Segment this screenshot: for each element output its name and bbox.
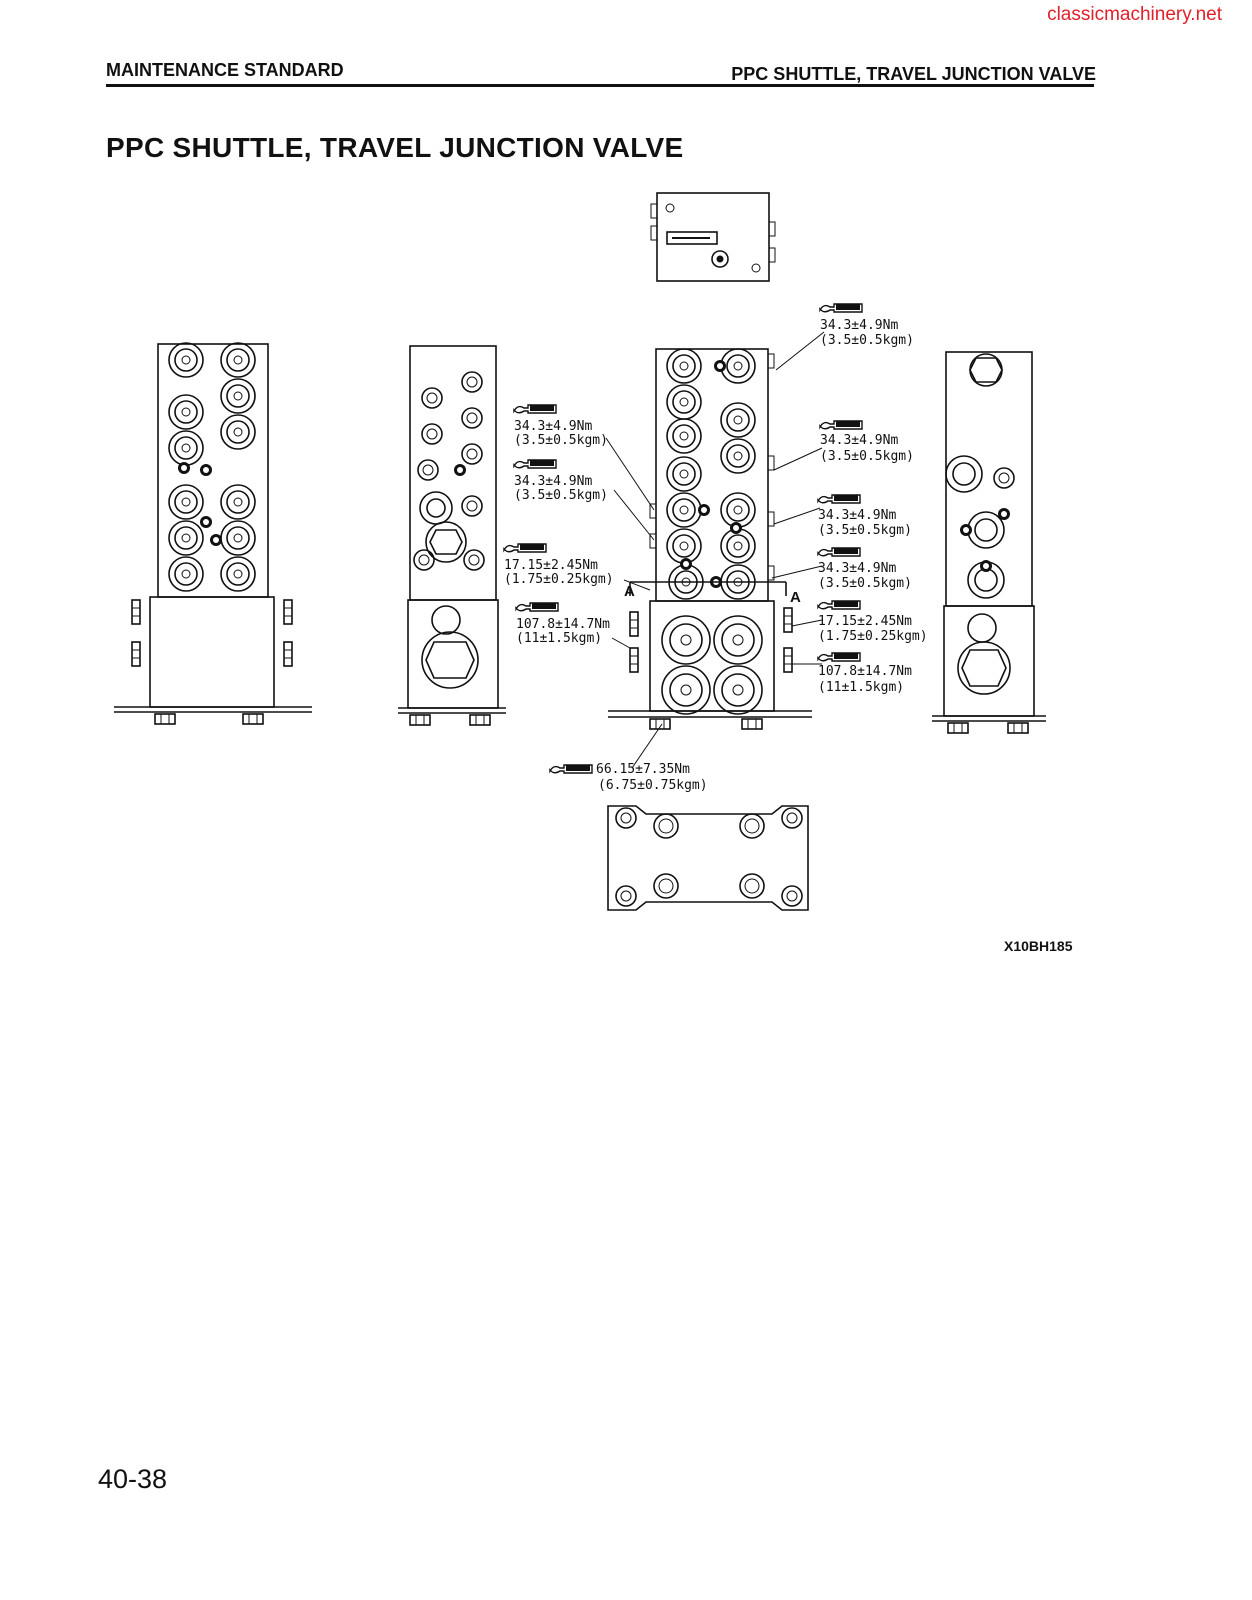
torque-kgm: (6.75±0.75kgm) [598,778,708,793]
header-page-topic: PPC SHUTTLE, TRAVEL JUNCTION VALVE [731,64,1096,84]
torque-callouts: 34.3±4.9Nm (3.5±0.5kgm) 34.3±4.9Nm (3.5±… [503,303,928,793]
torque-nm: 107.8±14.7Nm [516,617,610,632]
torque-callout: 17.15±2.45Nm (1.75±0.25kgm) [817,600,928,644]
wrench-icon [817,547,861,557]
right-side-view [932,351,1046,734]
wrench-icon [549,764,593,774]
wrench-icon [515,602,559,612]
left-side-view [114,342,312,725]
torque-nm: 34.3±4.9Nm [818,561,896,576]
torque-kgm: (3.5±0.5kgm) [514,488,608,503]
torque-callout: 34.3±4.9Nm (3.5±0.5kgm) [513,404,608,448]
top-plan-view [650,192,776,282]
page-title: PPC SHUTTLE, TRAVEL JUNCTION VALVE [106,132,684,163]
wrench-icon [513,459,557,469]
wrench-icon [817,494,861,504]
figure-id: X10BH185 [1004,938,1073,954]
torque-kgm: (1.75±0.25kgm) [818,629,928,644]
wrench-icon [819,303,863,313]
wrench-icon [503,543,547,553]
base-plate-view [607,805,809,911]
torque-nm: 17.15±2.45Nm [818,614,912,629]
second-side-view [398,345,506,726]
wrench-icon [513,404,557,414]
torque-nm: 107.8±14.7Nm [818,664,912,679]
main-front-view: A A [608,348,812,730]
torque-callout: 34.3±4.9Nm (3.5±0.5kgm) [513,459,608,503]
page-number: 40-38 [98,1464,168,1494]
section-mark-right: A [790,589,801,606]
torque-callout: 34.3±4.9Nm (3.5±0.5kgm) [817,547,912,591]
torque-callout: 66.15±7.35Nm (6.75±0.75kgm) [549,762,708,793]
section-mark-left: A [624,583,635,600]
torque-callout: 17.15±2.45Nm (1.75±0.25kgm) [503,543,614,587]
torque-callout: 34.3±4.9Nm (3.5±0.5kgm) [817,494,912,538]
torque-kgm: (1.75±0.25kgm) [504,572,614,587]
torque-kgm: (11±1.5kgm) [516,631,602,646]
torque-callout: 34.3±4.9Nm (3.5±0.5kgm) [819,420,914,464]
wrench-icon [817,652,861,662]
torque-nm: 34.3±4.9Nm [514,474,592,489]
torque-kgm: (11±1.5kgm) [818,680,904,695]
header-section-label: MAINTENANCE STANDARD [106,60,344,80]
torque-nm: 34.3±4.9Nm [818,508,896,523]
torque-kgm: (3.5±0.5kgm) [820,333,914,348]
torque-nm: 34.3±4.9Nm [820,318,898,333]
torque-nm: 66.15±7.35Nm [596,762,690,777]
watermark-text: classicmachinery.net [1047,4,1222,25]
torque-kgm: (3.5±0.5kgm) [514,433,608,448]
torque-callout: 34.3±4.9Nm (3.5±0.5kgm) [819,303,914,348]
header-rule [106,84,1094,87]
wrench-icon [817,600,861,610]
leader-lines [605,331,825,769]
torque-nm: 34.3±4.9Nm [820,433,898,448]
torque-callout: 107.8±14.7Nm (11±1.5kgm) [515,602,610,646]
torque-kgm: (3.5±0.5kgm) [818,576,912,591]
torque-nm: 34.3±4.9Nm [514,419,592,434]
torque-callout: 107.8±14.7Nm (11±1.5kgm) [817,652,912,695]
wrench-icon [819,420,863,430]
torque-kgm: (3.5±0.5kgm) [820,449,914,464]
torque-nm: 17.15±2.45Nm [504,558,598,573]
torque-kgm: (3.5±0.5kgm) [818,523,912,538]
